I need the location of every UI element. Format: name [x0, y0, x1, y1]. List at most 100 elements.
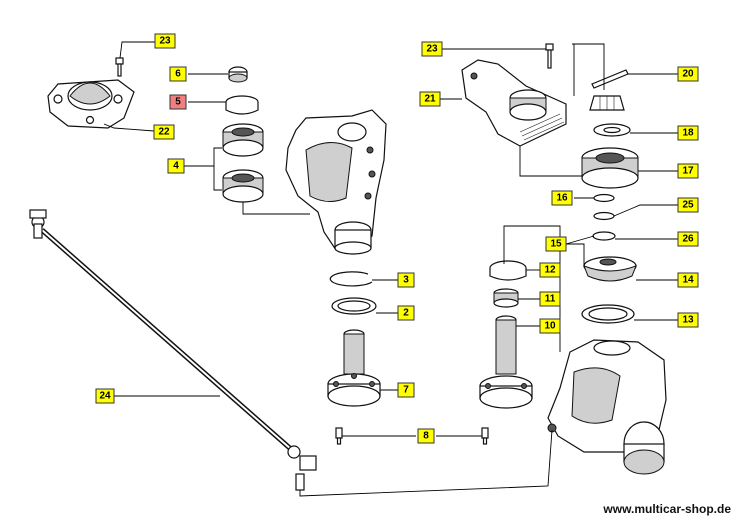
callout-label: 8: [423, 431, 429, 442]
callout-21: 21: [419, 91, 441, 107]
callout-label: 20: [682, 69, 694, 80]
callout-10: 10: [539, 318, 561, 334]
callout-12: 12: [539, 262, 561, 278]
callout-label: 3: [403, 275, 409, 286]
callout-26: 26: [677, 231, 699, 247]
callout-14: 14: [677, 272, 699, 288]
callout-box: [677, 66, 699, 82]
callout-label: 15: [550, 239, 562, 250]
part-8-bolts: [335, 427, 489, 445]
callout-label: 22: [158, 127, 170, 138]
callout-box: [154, 33, 176, 49]
callout-box: [169, 66, 187, 82]
callout-label: 13: [682, 315, 694, 326]
callout-box: [397, 305, 415, 321]
callout-box: [397, 272, 415, 288]
part-6-plug: [228, 66, 248, 83]
part-11-bushing: [493, 288, 519, 308]
part-2-ring: [331, 297, 377, 315]
callout-6: 6: [169, 66, 187, 82]
callout-18: 18: [677, 125, 699, 141]
part-17-bearing: [581, 147, 639, 189]
callout-23-right: 23: [421, 41, 443, 57]
part-14-cup: [583, 256, 637, 282]
part-22-bearing-cap: [47, 79, 135, 129]
part-5-seal-ring: [225, 95, 259, 115]
callout-8: 8: [417, 428, 435, 444]
part-10-kingpin: [479, 315, 533, 409]
callout-box: [551, 190, 573, 206]
callout-box: [153, 124, 175, 140]
part-23-bolt-right: [545, 43, 554, 69]
callout-23-left: 23: [154, 33, 176, 49]
callout-box: [421, 41, 443, 57]
callout-24: 24: [95, 388, 115, 404]
callout-label: 5: [175, 97, 181, 108]
callout-box: [677, 125, 699, 141]
callout-15: 15: [545, 236, 567, 252]
callout-20: 20: [677, 66, 699, 82]
callout-label: 11: [545, 294, 556, 305]
callout-box: [677, 163, 699, 179]
part-3-circlip: [329, 271, 373, 287]
callout-box: [397, 382, 415, 398]
stub-axle-housing: [547, 339, 667, 475]
part-12-seal: [489, 260, 527, 281]
callout-label: 12: [544, 265, 556, 276]
callout-16: 16: [551, 190, 573, 206]
callout-box: [677, 197, 699, 213]
callout-label: 21: [424, 94, 436, 105]
callout-label: 2: [403, 308, 409, 319]
callout-13: 13: [677, 312, 699, 328]
callout-box: [539, 262, 561, 278]
callout-label: 7: [403, 385, 409, 396]
website-watermark: www.multicar-shop.de: [603, 502, 731, 516]
callout-box: [677, 272, 699, 288]
part-23-bolt-left: [115, 57, 124, 77]
callout-box: [677, 312, 699, 328]
callout-label: 16: [556, 193, 568, 204]
callout-label: 14: [682, 275, 694, 286]
callout-box: [539, 318, 561, 334]
part-26-ring: [592, 231, 616, 241]
callout-label: 10: [544, 321, 556, 332]
callout-label: 25: [682, 200, 694, 211]
callout-label: 6: [175, 69, 181, 80]
callout-box: [539, 291, 561, 307]
part-25-ring: [593, 211, 615, 221]
callout-label: 23: [159, 36, 171, 47]
callout-box: [167, 158, 185, 174]
part-16-ring: [593, 193, 615, 203]
callout-4: 4: [167, 158, 185, 174]
part-20-cotter-pin: [589, 69, 629, 111]
callout-label: 17: [682, 166, 694, 177]
callout-5: 5: [169, 94, 187, 110]
callout-3: 3: [397, 272, 415, 288]
callout-17: 17: [677, 163, 699, 179]
callout-box: [417, 428, 435, 444]
callout-label: 24: [99, 391, 111, 402]
callout-label: 18: [682, 128, 694, 139]
part-21-bracket: [461, 59, 567, 147]
callout-7: 7: [397, 382, 415, 398]
part-13-gasket: [581, 304, 635, 324]
callout-box: [95, 388, 115, 404]
leader-lines: [103, 41, 678, 497]
callout-box: [677, 231, 699, 247]
callout-22: 22: [153, 124, 175, 140]
callout-11: 11: [539, 291, 561, 307]
callout-label: 4: [173, 161, 179, 172]
knuckle-carrier: [285, 109, 387, 255]
callout-box: [419, 91, 441, 107]
callout-label: 26: [682, 234, 694, 245]
part-18-washer: [593, 123, 631, 137]
callout-label: 23: [426, 44, 438, 55]
part-24-tie-rod: [29, 209, 317, 491]
callout-box: [545, 236, 567, 252]
part-4-roller-bearings: [222, 123, 264, 203]
callout-box: [169, 94, 187, 110]
part-7-kingpin-flange: [327, 329, 381, 407]
callout-25: 25: [677, 197, 699, 213]
callout-2: 2: [397, 305, 415, 321]
